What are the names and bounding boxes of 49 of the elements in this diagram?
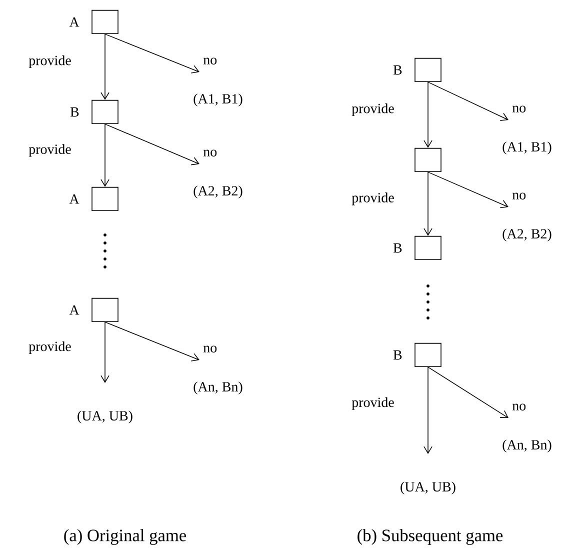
payoff-label: (A1, B1) bbox=[502, 142, 552, 154]
payoff-label: (An, Bn) bbox=[194, 382, 242, 394]
decision-box bbox=[92, 186, 118, 212]
arrow bbox=[104, 124, 200, 166]
payoff-label: (UA, UB) bbox=[400, 482, 456, 494]
edge-label: provide bbox=[352, 397, 394, 410]
decision-box bbox=[92, 100, 118, 124]
player-label: A bbox=[69, 305, 80, 315]
arrow bbox=[424, 366, 432, 454]
arrow bbox=[424, 172, 432, 236]
edge-label: provide bbox=[352, 192, 394, 206]
arrow bbox=[424, 82, 432, 148]
caption: (b) Subsequent game bbox=[358, 529, 503, 545]
player-label: B bbox=[393, 243, 402, 253]
arrow bbox=[104, 34, 200, 74]
arrow bbox=[100, 322, 110, 384]
arrow bbox=[104, 322, 200, 362]
edge-label: provide bbox=[28, 55, 71, 68]
player-label: B bbox=[393, 65, 402, 75]
edge-label: no bbox=[512, 106, 526, 112]
caption: (a) Original game bbox=[64, 529, 186, 545]
decision-box bbox=[414, 236, 442, 260]
edge-label: no bbox=[512, 192, 526, 200]
arrow bbox=[428, 172, 509, 208]
arrow bbox=[100, 124, 110, 187]
decision-box bbox=[414, 148, 442, 172]
arrow bbox=[100, 34, 110, 100]
payoff-label: (An, Bn) bbox=[502, 440, 552, 452]
decision-box bbox=[414, 342, 442, 368]
payoff-label: (UA, UB) bbox=[78, 410, 132, 424]
player-label: B bbox=[70, 107, 79, 117]
decision-box bbox=[92, 10, 118, 34]
player-label: A bbox=[69, 17, 80, 27]
payoff-label: (A1, B1) bbox=[194, 94, 242, 106]
edge-label: provide bbox=[28, 341, 71, 354]
payoff-label: (A2, B2) bbox=[194, 186, 242, 198]
edge-label: no bbox=[203, 58, 217, 64]
decision-box bbox=[414, 58, 442, 82]
edge-label: no bbox=[512, 404, 526, 410]
edge-label: no bbox=[203, 346, 217, 352]
decision-box bbox=[92, 298, 118, 322]
arrow bbox=[428, 82, 509, 121]
edge-label: no bbox=[203, 150, 217, 156]
arrow bbox=[428, 366, 509, 418]
player-label: A bbox=[69, 194, 80, 204]
payoff-label: (A2, B2) bbox=[502, 228, 552, 242]
player-label: B bbox=[393, 350, 402, 360]
edge-label: provide bbox=[352, 103, 394, 116]
edge-label: provide bbox=[28, 144, 71, 157]
